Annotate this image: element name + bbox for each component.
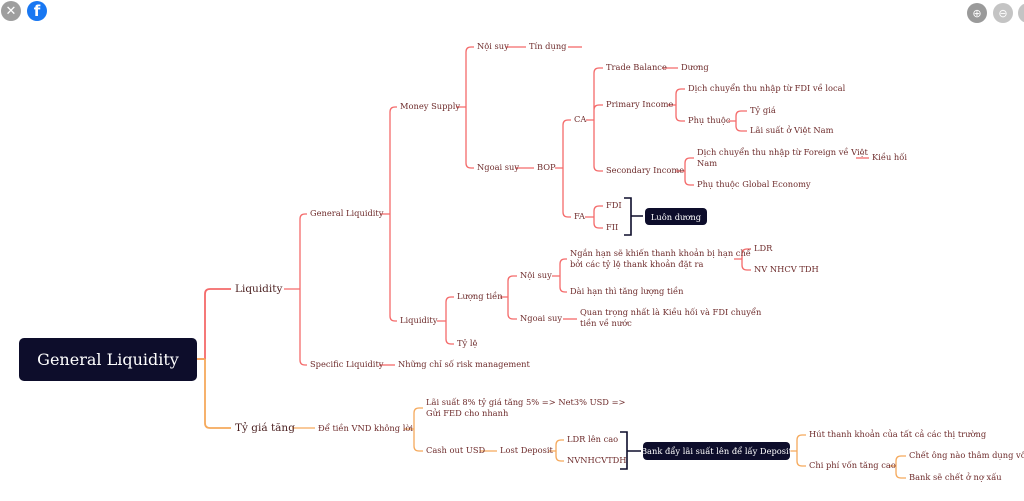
node-noi-suy-2[interactable]: Nội suy (520, 270, 552, 280)
connector (790, 434, 806, 467)
connector (585, 205, 603, 229)
node-lost-deposit[interactable]: Lost Deposit (500, 445, 553, 455)
node-nv-nhcv[interactable]: NV NHCV TDH (754, 264, 819, 274)
node-risk-management[interactable]: Những chỉ số risk management (398, 359, 530, 369)
connector (456, 46, 474, 169)
root-node[interactable]: General Liquidity (19, 338, 197, 381)
node-ngan-han[interactable]: Ngắn hạn sẽ khiến thanh khoản bị hạn chế… (570, 248, 751, 270)
line-2: Nam (697, 158, 718, 168)
node-global-economy[interactable]: Phụ thuộc Global Economy (697, 179, 811, 189)
line-2: Gửi FED cho nhanh (426, 408, 509, 418)
node-ty-le[interactable]: Tỷ lệ (457, 338, 478, 348)
connector (549, 439, 564, 462)
node-bop[interactable]: BOP (537, 162, 556, 172)
node-noi-suy[interactable]: Nội suy (477, 41, 509, 51)
node-fdi-income[interactable]: Dịch chuyển thu nhập từ FDI về local (688, 83, 846, 93)
connector (734, 248, 751, 271)
line-1: Ngắn hạn sẽ khiến thanh khoản bị hạn chế (570, 248, 751, 258)
connector (620, 431, 641, 470)
node-fii[interactable]: FII (606, 222, 619, 232)
node-quan-trong[interactable]: Quan trọng nhất là Kiều hối và FDI chuyể… (580, 307, 761, 329)
node-trade-balance[interactable]: Trade Balance (606, 62, 667, 72)
connector (668, 88, 685, 122)
node-dai-han[interactable]: Dài hạn thì tăng lượng tiền (570, 286, 684, 296)
node-ngoai-suy[interactable]: Ngoai suy (477, 162, 520, 172)
node-chet-ong[interactable]: Chết ông nào thâm dụng vốn (909, 450, 1024, 460)
facebook-icon[interactable]: f (27, 1, 47, 21)
node-duong[interactable]: Dương (681, 62, 709, 72)
line-1: Lãi suất 8% tỷ giá tăng 5% => Net3% USD … (426, 397, 626, 407)
connector (728, 110, 747, 132)
node-phu-thuoc[interactable]: Phụ thuộc (688, 115, 731, 125)
close-icon[interactable]: ✕ (1, 1, 21, 21)
connector (500, 275, 517, 320)
connector (889, 455, 906, 479)
node-primary-income[interactable]: Primary Income (606, 99, 674, 109)
node-fa[interactable]: FA (574, 211, 586, 221)
node-de-tien[interactable]: Để tiền VND không lời (318, 423, 414, 433)
node-ty-gia[interactable]: Tỷ giá (750, 105, 776, 115)
connector (404, 407, 423, 452)
node-liquidity[interactable]: Liquidity (235, 283, 283, 295)
node-bank-chet[interactable]: Bank sẽ chết ở nợ xấu (909, 472, 1002, 482)
node-secondary-income[interactable]: Secondary Income (606, 165, 685, 175)
zoom-out-icon[interactable]: ⊖ (993, 3, 1013, 23)
node-tin-dung[interactable]: Tín dụng (529, 41, 567, 51)
more-icon[interactable] (1018, 3, 1024, 23)
node-ca[interactable]: CA (574, 114, 587, 124)
connector (624, 197, 643, 236)
node-specific-liquidity[interactable]: Specific Liquidity (310, 359, 384, 369)
summary-bank-day[interactable]: Bank đẩy lãi suất lên để lấy Deposit (641, 442, 792, 460)
node-liquidity-sub[interactable]: Liquidity (400, 315, 438, 325)
node-kieu-hoi[interactable]: Kiều hối (872, 152, 908, 162)
line-2: bởi các tỷ lệ thank khoản đặt ra (570, 259, 704, 269)
node-nvnhcvtdh[interactable]: NVNHCVTDH (567, 455, 627, 465)
connector (197, 358, 231, 429)
node-lai-suat-vn[interactable]: Lãi suất ở Việt Nam (750, 125, 834, 135)
connector (380, 106, 397, 322)
node-chi-phi-von[interactable]: Chi phí vốn tăng cao (809, 460, 896, 470)
line-1: Dịch chuyển thu nhập từ Foreign về Việt (697, 147, 868, 157)
node-ty-gia-tang[interactable]: Tỷ giá tăng (235, 422, 295, 434)
node-general-liquidity[interactable]: General Liquidity (310, 208, 384, 218)
node-ldr[interactable]: LDR (754, 243, 773, 253)
node-cash-out[interactable]: Cash out USD (426, 445, 486, 455)
connector (552, 258, 567, 293)
summary-luon-duong[interactable]: Luôn dương (645, 208, 707, 225)
zoom-in-icon[interactable]: ⊕ (967, 3, 987, 23)
connector (676, 157, 694, 186)
connector (197, 288, 231, 360)
connector (437, 296, 454, 345)
node-luong-tien[interactable]: Lượng tiền (457, 291, 503, 301)
connector (586, 67, 603, 172)
connector (555, 119, 571, 218)
connector (284, 213, 307, 366)
node-ldr-cao[interactable]: LDR lên cao (567, 434, 619, 444)
node-fdi[interactable]: FDI (606, 200, 622, 210)
node-money-supply[interactable]: Money Supply (400, 101, 461, 111)
node-lai-suat[interactable]: Lãi suất 8% tỷ giá tăng 5% => Net3% USD … (426, 397, 626, 419)
line-2: tiền về nước (580, 318, 632, 328)
line-1: Quan trọng nhất là Kiều hối và FDI chuyể… (580, 307, 762, 317)
node-hut-thanh-khoan[interactable]: Hút thanh khoản của tất cả các thị trườn… (809, 429, 987, 439)
node-ngoai-suy-2[interactable]: Ngoai suy (520, 313, 563, 323)
